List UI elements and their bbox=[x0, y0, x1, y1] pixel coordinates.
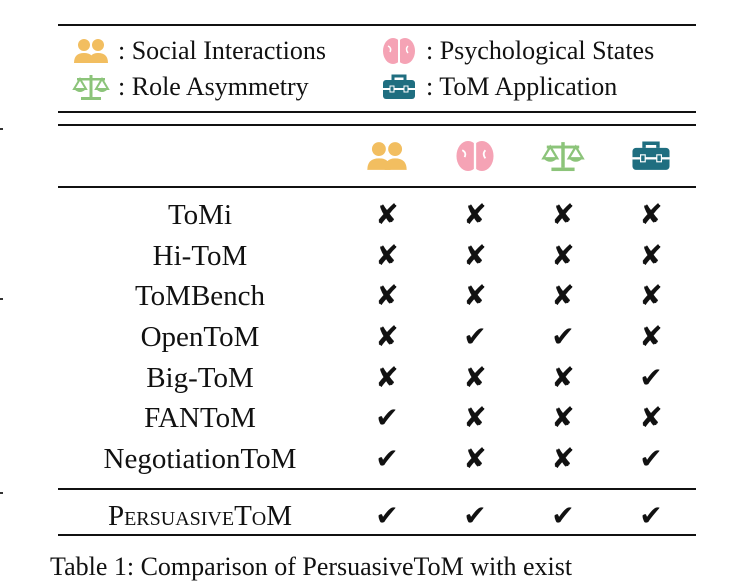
cross-mark-role-asymmetry: ✘ bbox=[551, 198, 575, 231]
table-bottom-rule bbox=[58, 534, 696, 536]
final-row-separator-rule bbox=[58, 488, 696, 490]
scale-icon bbox=[72, 72, 110, 102]
people-icon bbox=[365, 138, 409, 174]
check-mark-role-asymmetry: ✔ bbox=[551, 320, 575, 353]
check-mark-social: ✔ bbox=[375, 442, 399, 475]
check-mark-tom-application: ✔ bbox=[639, 442, 663, 475]
cross-mark-role-asymmetry: ✘ bbox=[551, 442, 575, 475]
cross-mark-psychological: ✘ bbox=[463, 239, 487, 272]
cross-mark-social: ✘ bbox=[375, 361, 399, 394]
legend-item-psychological: : Psychological States bbox=[380, 36, 654, 66]
cross-mark-psychological: ✘ bbox=[463, 279, 487, 312]
legend-label: : Role Asymmetry bbox=[118, 72, 309, 101]
cross-mark-psychological: ✘ bbox=[463, 198, 487, 231]
header-bottom-rule bbox=[58, 186, 696, 188]
legend-item-tom-application: : ToM Application bbox=[380, 72, 617, 102]
check-mark-tom-application: ✔ bbox=[639, 499, 663, 532]
table-header-top-rule bbox=[58, 124, 696, 126]
cross-mark-role-asymmetry: ✘ bbox=[551, 239, 575, 272]
check-mark-social: ✔ bbox=[375, 499, 399, 532]
check-mark-role-asymmetry: ✔ bbox=[551, 499, 575, 532]
cross-mark-tom-application: ✘ bbox=[639, 279, 663, 312]
cross-mark-social: ✘ bbox=[375, 239, 399, 272]
cross-mark-tom-application: ✘ bbox=[639, 320, 663, 353]
cross-mark-psychological: ✘ bbox=[463, 361, 487, 394]
row-label: ToMBench bbox=[134, 280, 266, 312]
check-mark-social: ✔ bbox=[375, 401, 399, 434]
page-edge-mark bbox=[0, 298, 3, 300]
cross-mark-psychological: ✘ bbox=[463, 442, 487, 475]
cross-mark-role-asymmetry: ✘ bbox=[551, 361, 575, 394]
cross-mark-psychological: ✘ bbox=[463, 401, 487, 434]
row-label: Hi-ToM bbox=[152, 240, 248, 272]
cross-mark-tom-application: ✘ bbox=[639, 401, 663, 434]
table-caption: Table 1: Comparison of PersuasiveToM wit… bbox=[50, 552, 573, 581]
cross-mark-role-asymmetry: ✘ bbox=[551, 401, 575, 434]
legend-label: : Psychological States bbox=[426, 36, 655, 65]
legend-label: : Social Interactions bbox=[118, 36, 326, 65]
cross-mark-tom-application: ✘ bbox=[639, 239, 663, 272]
brain-icon bbox=[380, 36, 418, 66]
final-row-label: PersuasiveToM bbox=[107, 500, 293, 532]
brain-icon bbox=[453, 138, 497, 174]
cross-mark-social: ✘ bbox=[375, 198, 399, 231]
toolbox-icon bbox=[629, 138, 673, 174]
row-label: NegotiationToM bbox=[103, 443, 297, 475]
row-label: FANToM bbox=[144, 402, 256, 434]
check-mark-psychological: ✔ bbox=[463, 320, 487, 353]
scale-icon bbox=[541, 138, 585, 174]
cross-mark-tom-application: ✘ bbox=[639, 198, 663, 231]
legend-item-social: : Social Interactions bbox=[72, 36, 326, 66]
page-edge-mark bbox=[0, 128, 3, 130]
toolbox-icon bbox=[380, 72, 418, 102]
legend-bottom-rule bbox=[58, 111, 696, 113]
legend-item-role-asymmetry: : Role Asymmetry bbox=[72, 72, 309, 102]
row-label: Big-ToM bbox=[146, 362, 254, 394]
page-edge-mark bbox=[0, 492, 3, 494]
legend-label: : ToM Application bbox=[426, 72, 618, 101]
check-mark-psychological: ✔ bbox=[463, 499, 487, 532]
cross-mark-social: ✘ bbox=[375, 320, 399, 353]
row-label: ToMi bbox=[167, 199, 233, 231]
table-top-rule bbox=[58, 24, 696, 26]
people-icon bbox=[72, 36, 110, 66]
cross-mark-role-asymmetry: ✘ bbox=[551, 279, 575, 312]
check-mark-tom-application: ✔ bbox=[639, 361, 663, 394]
row-label: OpenToM bbox=[140, 321, 260, 353]
cross-mark-social: ✘ bbox=[375, 279, 399, 312]
